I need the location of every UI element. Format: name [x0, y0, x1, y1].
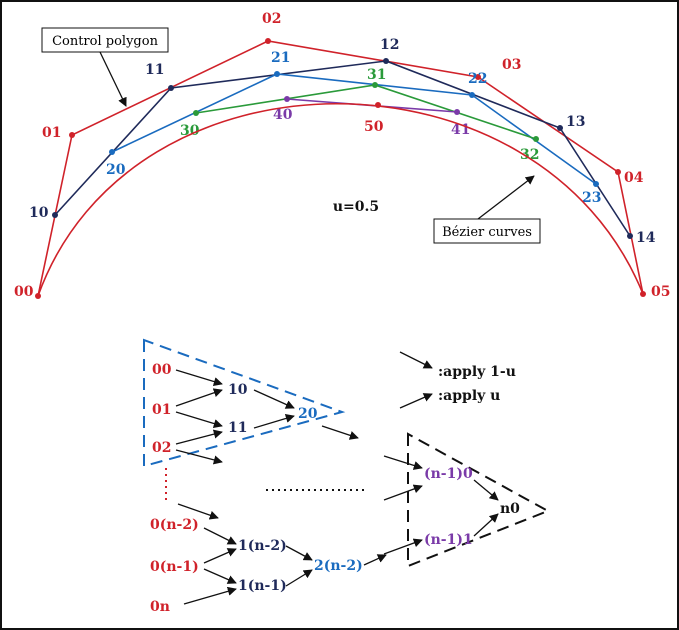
final-level-triangle — [407, 432, 551, 568]
point-label-03: 03 — [502, 57, 521, 73]
point-label-02: 02 — [262, 11, 281, 27]
legend-arrow-u — [399, 393, 433, 409]
control-polygon-level-0 — [37, 40, 644, 297]
arrow-20-next — [321, 425, 359, 440]
point-label-14: 14 — [636, 230, 656, 246]
parameter-label: u=0.5 — [333, 199, 379, 215]
arrow-02-next — [175, 449, 223, 465]
bezier-curve — [37, 103, 644, 297]
control-point-04 — [615, 169, 621, 175]
control-point-41 — [454, 109, 460, 115]
control-point-01 — [69, 132, 75, 138]
node-1n-2: 1(n-2) — [238, 538, 287, 554]
point-label-11: 11 — [145, 62, 164, 78]
node-01: 01 — [152, 402, 171, 418]
node-n0: n0 — [500, 501, 520, 517]
arrow-02-11 — [175, 429, 223, 445]
point-label-23: 23 — [582, 190, 601, 206]
point-label-22: 22 — [468, 71, 487, 87]
arrow-0n-1-1n-1 — [203, 568, 237, 584]
point-label-31: 31 — [367, 67, 386, 83]
node-11: 11 — [228, 420, 247, 436]
control-point-40 — [284, 96, 290, 102]
control-polygons — [37, 40, 644, 297]
point-label-30: 30 — [180, 123, 200, 139]
bezier-callout: Bézier curves — [442, 225, 532, 240]
point-label-04: 04 — [624, 170, 644, 186]
node-0n-2: 0(n-2) — [150, 517, 199, 533]
point-label-00: 00 — [14, 284, 34, 300]
control-polygon-callout: Control polygon — [52, 34, 159, 49]
point-label-50: 50 — [364, 119, 384, 135]
arrow-01-10 — [175, 388, 223, 407]
control-point-31 — [372, 82, 378, 88]
control-polygon-callout-box — [41, 27, 169, 53]
legend-apply-u: :apply u — [438, 388, 500, 404]
control-point-12 — [383, 58, 389, 64]
point-label-10: 10 — [29, 205, 49, 221]
control-point-02 — [265, 38, 271, 44]
control-point-10 — [52, 212, 58, 218]
point-label-01: 01 — [42, 125, 61, 141]
arrow-01-11 — [175, 411, 223, 428]
control-points — [35, 38, 646, 299]
arrow-0n-2-1n-2 — [203, 527, 237, 545]
node-20: 20 — [298, 406, 318, 422]
control-point-14 — [627, 233, 633, 239]
point-label-40: 40 — [273, 107, 293, 123]
node-n-1-0: (n-1)0 — [424, 466, 473, 482]
node-02: 02 — [152, 440, 171, 456]
arrow-10-20 — [253, 389, 295, 409]
node-0n: 0n — [150, 599, 170, 615]
arrow-1n-1-2n-2 — [285, 569, 313, 587]
legend-apply-1-minus-u: :apply 1-u — [438, 364, 516, 380]
arrow-00-10 — [175, 369, 223, 386]
arrow-into-n-1-0-a — [383, 455, 423, 470]
node-0n-1: 0(n-1) — [150, 559, 199, 575]
bezier-pointer — [477, 175, 535, 220]
control-polygon-pointer — [99, 51, 127, 107]
control-point-22 — [469, 92, 475, 98]
control-point-13 — [557, 125, 563, 131]
point-label-21: 21 — [271, 50, 290, 66]
point-label-20: 20 — [106, 162, 126, 178]
bezier-callout-box — [433, 218, 541, 244]
node-2n-2: 2(n-2) — [314, 558, 363, 574]
arrow-into-0n-2 — [177, 503, 219, 520]
control-point-11 — [168, 85, 174, 91]
point-label-13: 13 — [566, 114, 585, 130]
point-label-32: 32 — [520, 147, 539, 163]
level-two-triangle — [143, 338, 346, 468]
node-00: 00 — [152, 362, 172, 378]
arrow-0n-1n-1 — [183, 586, 237, 605]
arrow-n-1-1-n0 — [473, 513, 499, 537]
point-label-12: 12 — [380, 37, 399, 53]
node-n-1-1: (n-1)1 — [424, 532, 473, 548]
control-point-03 — [475, 74, 481, 80]
legend-arrow-1-minus-u — [399, 351, 433, 369]
arrow-into-n-1-1 — [383, 538, 423, 555]
arrow-1n-2-2n-2 — [285, 545, 313, 561]
point-label-05: 05 — [651, 284, 670, 300]
arrow-into-n-1-0-b — [383, 484, 423, 501]
control-point-30 — [193, 110, 199, 116]
control-point-20 — [109, 149, 115, 155]
arrow-n-1-0-n0 — [473, 479, 499, 501]
control-point-21 — [274, 71, 280, 77]
control-point-32 — [533, 136, 539, 142]
recursion-arrows — [175, 369, 499, 605]
node-1n-1: 1(n-1) — [238, 578, 287, 594]
arrow-0n-1-1n-2 — [203, 548, 237, 564]
control-point-23 — [593, 181, 599, 187]
node-10: 10 — [228, 382, 248, 398]
arrow-11-20 — [253, 413, 295, 429]
arrow-2n-2-next — [363, 554, 387, 566]
